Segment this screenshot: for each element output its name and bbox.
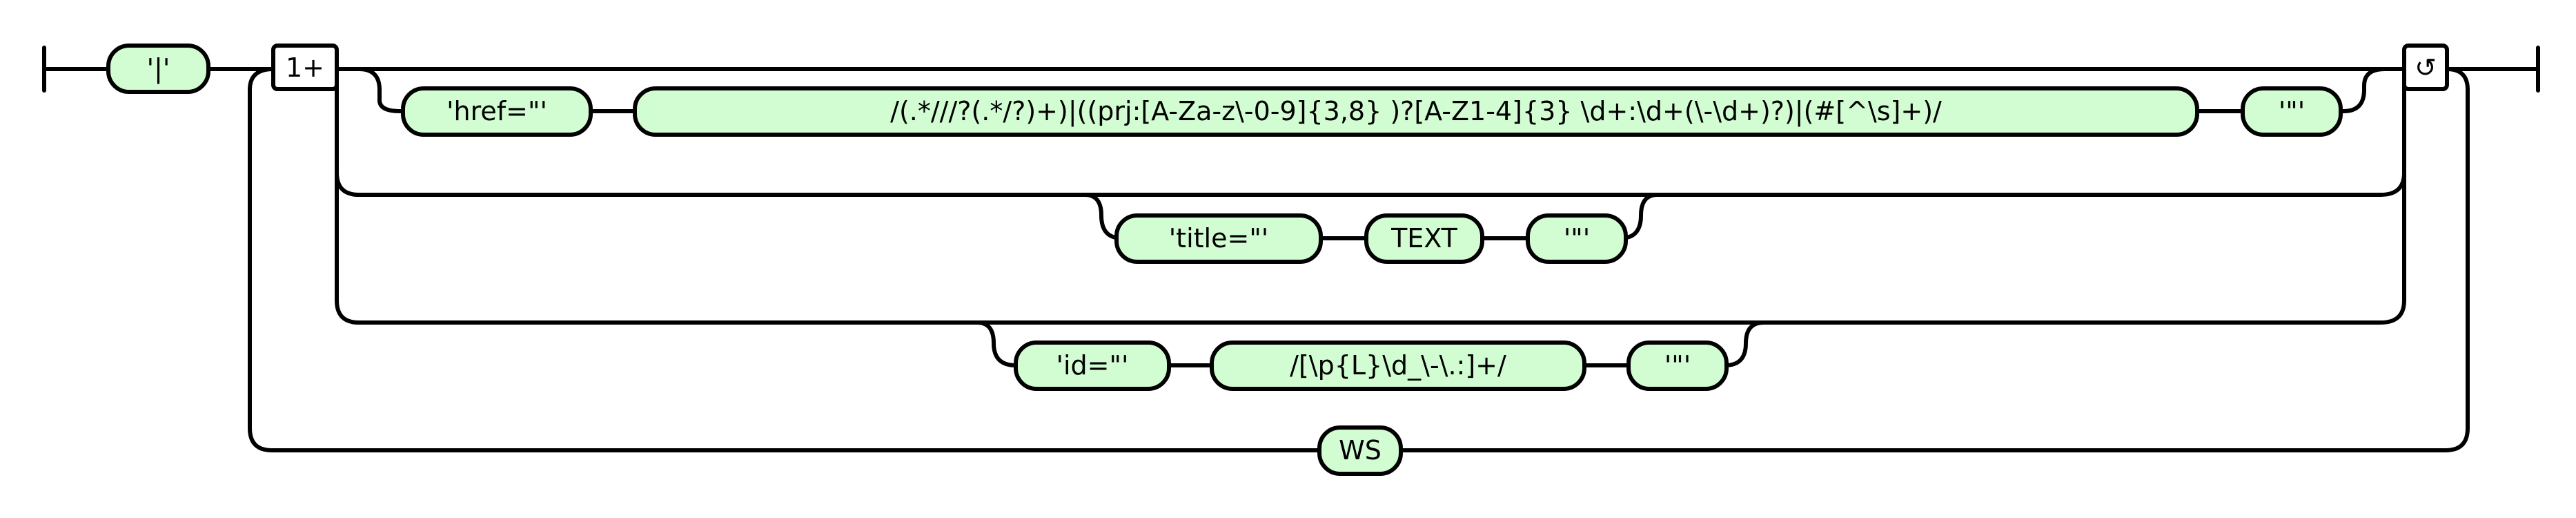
rails: [42, 46, 2540, 452]
terminal-title-open-label: 'title="': [1169, 223, 1269, 253]
id-branch-entry: [975, 320, 1018, 367]
terminal-text: TEXT: [1364, 213, 1484, 264]
terminal-id-close-label: '"': [1664, 350, 1691, 381]
terminal-href-close-label: '"': [2279, 96, 2305, 126]
terminal-title-open: 'title="': [1114, 213, 1323, 264]
outer-loop: [248, 67, 2470, 452]
href-branch-entry: [357, 67, 405, 113]
title-branch-entry: [1083, 193, 1124, 240]
terminal-pipe: '|': [106, 44, 210, 94]
href-branch-exit: [2339, 67, 2387, 113]
terminal-href-open: 'href="': [401, 86, 593, 137]
one-or-more-marker: 1+: [271, 44, 339, 91]
terminal-id-regex: /[\p{L}\d_\-\.:]+/: [1210, 340, 1586, 391]
choice-left-vertical-2: [335, 171, 2406, 325]
terminal-title-close: '"': [1526, 213, 1628, 264]
id-branch-exit: [1723, 320, 1766, 367]
one-or-more-label: 1+: [286, 52, 324, 83]
repeat-marker: ↺: [2402, 44, 2449, 91]
terminal-id-open: 'id="': [1014, 340, 1171, 391]
terminal-href-regex-label: /(.*///?(.*/?)+)|((prj:[A-Za-z\-0-9]{3,8…: [890, 96, 1942, 127]
terminal-href-regex: /(.*///?(.*/?)+)|((prj:[A-Za-z\-0-9]{3,8…: [633, 86, 2199, 137]
terminal-href-close: '"': [2241, 86, 2343, 137]
terminal-pipe-label: '|': [147, 53, 170, 84]
terminal-id-open-label: 'id="': [1056, 350, 1129, 381]
terminal-id-regex-label: /[\p{L}\d_\-\.:]+/: [1290, 350, 1506, 381]
terminal-ws-label: WS: [1339, 435, 1382, 466]
terminal-ws: WS: [1317, 425, 1403, 476]
repeat-icon: ↺: [2415, 52, 2437, 83]
terminal-title-close-label: '"': [1564, 223, 1590, 253]
terminal-text-label: TEXT: [1390, 223, 1458, 253]
terminal-href-open-label: 'href="': [446, 96, 547, 126]
title-branch-exit: [1618, 193, 1660, 240]
terminal-id-close: '"': [1626, 340, 1729, 391]
